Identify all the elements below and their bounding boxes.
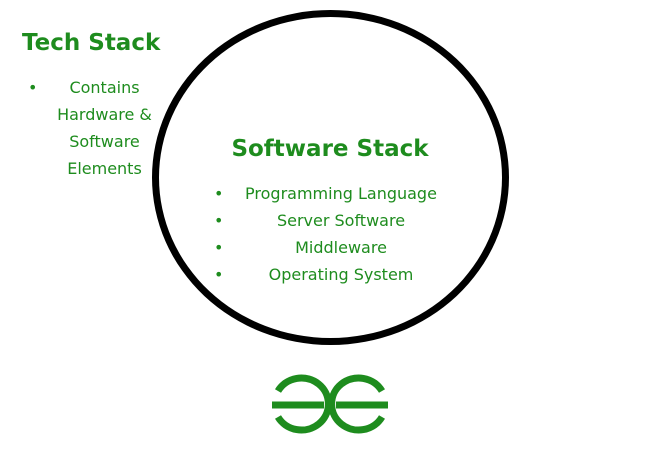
software-stack-item-programming-language: Programming Language (212, 180, 452, 207)
tech-stack-title: Tech Stack (22, 30, 161, 56)
tech-stack-list: Contains Hardware & Software Elements (28, 74, 163, 182)
gfg-logo-icon (272, 374, 388, 434)
software-stack-list: Programming Language Server Software Mid… (212, 180, 452, 288)
software-stack-item-middleware: Middleware (212, 234, 452, 261)
software-stack-title: Software Stack (231, 136, 429, 162)
software-stack-item-server-software: Server Software (212, 207, 452, 234)
software-stack-item-operating-system: Operating System (212, 261, 452, 288)
tech-stack-item: Contains Hardware & Software Elements (28, 74, 163, 182)
software-stack-circle (152, 10, 509, 345)
